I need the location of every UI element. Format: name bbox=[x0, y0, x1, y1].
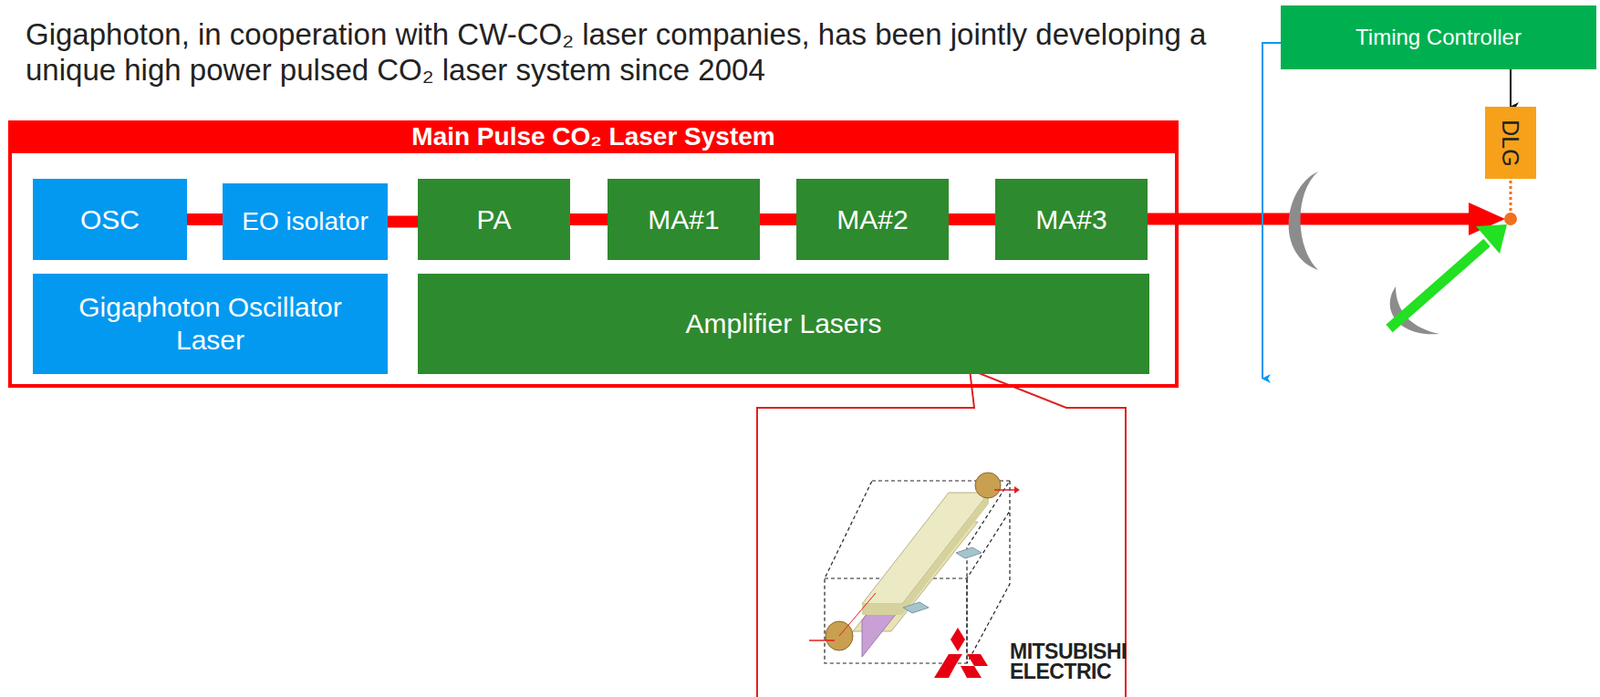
generator-box: DLG bbox=[1485, 106, 1537, 179]
pre-pulse-beam bbox=[1389, 242, 1487, 329]
amplifier-box: MA#1 bbox=[607, 178, 760, 260]
connector bbox=[570, 213, 608, 226]
system-frame: Main Pulse CO₂ Laser SystemOSC EO isolato… bbox=[8, 120, 1179, 388]
group-box: Gigaphoton Oscillator Laser bbox=[32, 273, 388, 375]
slide-title: Gigaphoton, in cooperation with CW-CO₂ l… bbox=[25, 16, 1212, 88]
connector bbox=[759, 213, 797, 226]
node-label: Timing Controller bbox=[1355, 24, 1522, 52]
controller-box: Timing Controller bbox=[1280, 5, 1597, 70]
node-label: PA bbox=[477, 203, 512, 237]
node-label: MA#1 bbox=[647, 203, 719, 237]
connector bbox=[948, 213, 996, 226]
node-label: OSC bbox=[80, 203, 140, 237]
amplifier-box: MA#3 bbox=[995, 178, 1148, 260]
oscillator-box: OSC bbox=[32, 178, 188, 260]
droplet-path bbox=[1509, 180, 1513, 214]
node-label: MA#2 bbox=[836, 203, 908, 237]
timing-signal-line bbox=[1262, 42, 1281, 379]
amplifier-box: MA#2 bbox=[796, 178, 949, 260]
droplet-target bbox=[1504, 212, 1517, 226]
company-logo-text: MITSUBISHI ELECTRIC bbox=[1009, 641, 1131, 682]
connector bbox=[1509, 69, 1512, 107]
focusing-mirror bbox=[1288, 171, 1319, 271]
isolator-box: EO isolator bbox=[222, 183, 388, 260]
node-label: EO isolator bbox=[241, 206, 369, 238]
node-label: Amplifier Lasers bbox=[685, 307, 882, 341]
connector bbox=[387, 216, 418, 229]
frame-header: Main Pulse CO₂ Laser System bbox=[8, 120, 1179, 154]
pre-pulse-arrowhead bbox=[1475, 224, 1507, 254]
connector bbox=[187, 213, 223, 226]
group-box: Amplifier Lasers bbox=[417, 273, 1150, 375]
mitsubishi-logo bbox=[934, 627, 988, 678]
laser-beam bbox=[1147, 213, 1471, 226]
node-label: MA#3 bbox=[1035, 203, 1107, 237]
node-label: DLG bbox=[1496, 119, 1525, 167]
node-label: Gigaphoton Oscillator Laser bbox=[73, 290, 348, 357]
amplifier-box: PA bbox=[417, 178, 571, 260]
amplifier-illustration bbox=[809, 472, 1020, 664]
